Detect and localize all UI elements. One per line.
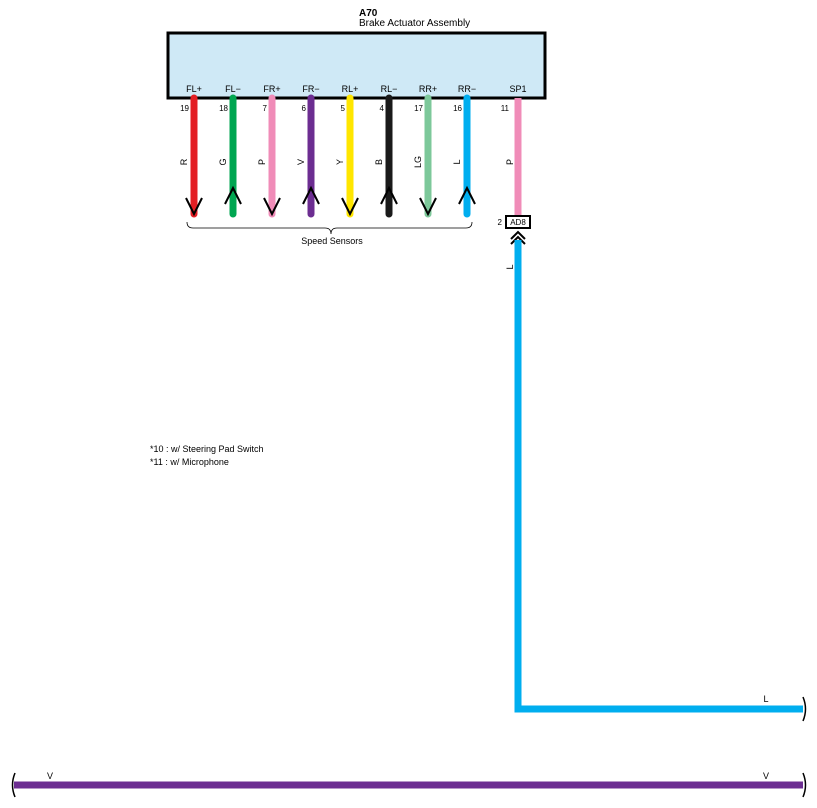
component-code: A70 [359, 8, 378, 19]
rl-minus-color-code: B [374, 159, 384, 165]
ad8-connector-label: AD8 [510, 218, 526, 227]
rl-minus-pin-number: 4 [380, 104, 385, 113]
fr-minus-terminal-label: FR− [302, 84, 319, 94]
rl-plus-pin-number: 5 [341, 104, 346, 113]
fl-plus-terminal-label: FL+ [186, 84, 202, 94]
fr-plus-arrow-down-icon [263, 197, 281, 217]
note-10: *10 : w/ Steering Pad Switch [150, 444, 264, 454]
bottom-wire-color-left: V [47, 771, 53, 781]
rl-plus-arrow-down-icon [341, 197, 359, 217]
fl-minus-arrow-up-icon [224, 185, 242, 205]
bottom-wire-color-right: V [763, 771, 769, 781]
fl-plus-color-code: R [179, 158, 189, 165]
fr-minus-pin-number: 6 [302, 104, 307, 113]
sp1-pin-number: 11 [501, 104, 510, 113]
fr-minus-arrow-up-icon [302, 185, 320, 205]
fl-plus-pin-number: 19 [180, 104, 189, 113]
l-wire [514, 240, 803, 713]
rr-plus-terminal-label: RR+ [419, 84, 437, 94]
right-wire-label: L [763, 694, 768, 704]
note-11: *11 : w/ Microphone [150, 457, 229, 467]
rr-minus-pin-number: 16 [453, 104, 462, 113]
brake-actuator-box [166, 31, 547, 100]
rl-minus-arrow-up-icon [380, 185, 398, 205]
rl-plus-color-code: Y [335, 159, 345, 165]
l-wire-color-code: L [505, 264, 515, 269]
fr-plus-terminal-label: FR+ [263, 84, 280, 94]
speed-sensors-brace [186, 221, 473, 235]
l-wire-continuation-icon [802, 696, 807, 722]
fl-plus-arrow-down-icon [185, 197, 203, 217]
component-name: Brake Actuator Assembly [359, 18, 470, 29]
rl-minus-terminal-label: RL− [381, 84, 398, 94]
rr-minus-arrow-up-icon [458, 185, 476, 205]
ad8-connector [505, 215, 531, 229]
fl-minus-pin-number: 18 [219, 104, 228, 113]
fl-minus-terminal-label: FL− [225, 84, 241, 94]
bottom-wire-left-break-icon [11, 772, 16, 798]
fr-plus-color-code: P [257, 159, 267, 165]
speed-sensors-label: Speed Sensors [301, 236, 363, 246]
rr-plus-color-code: LG [413, 156, 423, 168]
sp1-terminal-label: SP1 [509, 84, 526, 94]
ad8-double-chevron-icon [510, 230, 526, 245]
bottom-wire-right-break-icon [802, 772, 807, 798]
fr-plus-pin-number: 7 [263, 104, 268, 113]
rr-minus-terminal-label: RR− [458, 84, 476, 94]
rl-plus-terminal-label: RL+ [342, 84, 359, 94]
rr-plus-pin-number: 17 [414, 104, 423, 113]
rr-minus-color-code: L [452, 159, 462, 164]
ad8-pin-number: 2 [498, 218, 503, 227]
sp1-color-code: P [505, 159, 515, 165]
rr-plus-arrow-down-icon [419, 197, 437, 217]
fr-minus-color-code: V [296, 159, 306, 165]
fl-minus-color-code: G [218, 158, 228, 165]
